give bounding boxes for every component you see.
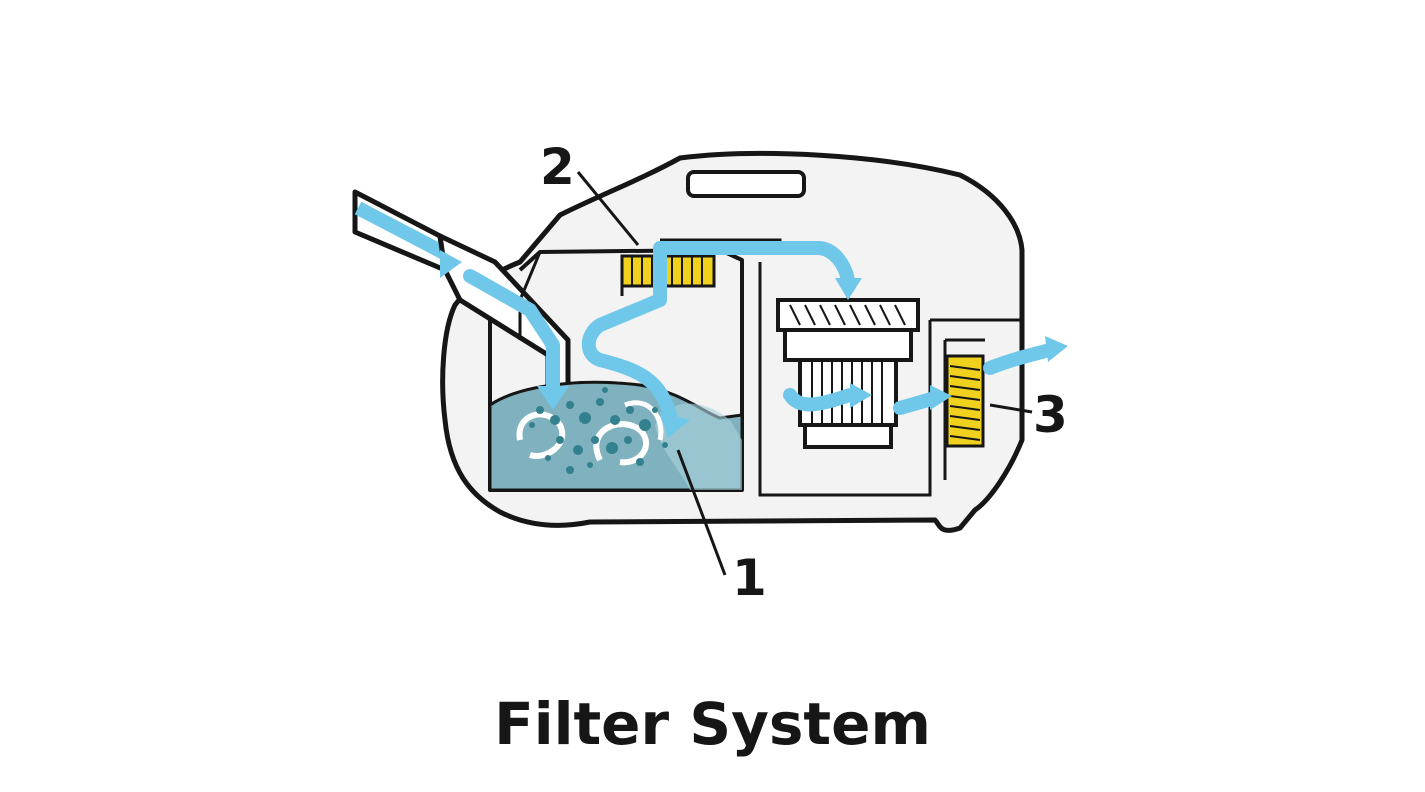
exhaust-filter (945, 354, 985, 448)
airflow-arrows (463, 241, 1057, 422)
callout-line-2 (576, 171, 640, 246)
callout-label-3: 3 (1033, 386, 1068, 444)
cartridge-filter (776, 298, 920, 449)
water-bubbles (529, 387, 668, 474)
diagram-caption: Filter System (494, 690, 931, 758)
callout-label-2: 2 (540, 138, 575, 196)
airflow-arrowheads (440, 250, 1068, 438)
callout-line-1 (676, 449, 727, 576)
intermediate-filter (620, 254, 716, 288)
handle-slot (686, 170, 806, 198)
callout-label-1: 1 (732, 549, 767, 607)
callout-line-3 (989, 403, 1033, 414)
